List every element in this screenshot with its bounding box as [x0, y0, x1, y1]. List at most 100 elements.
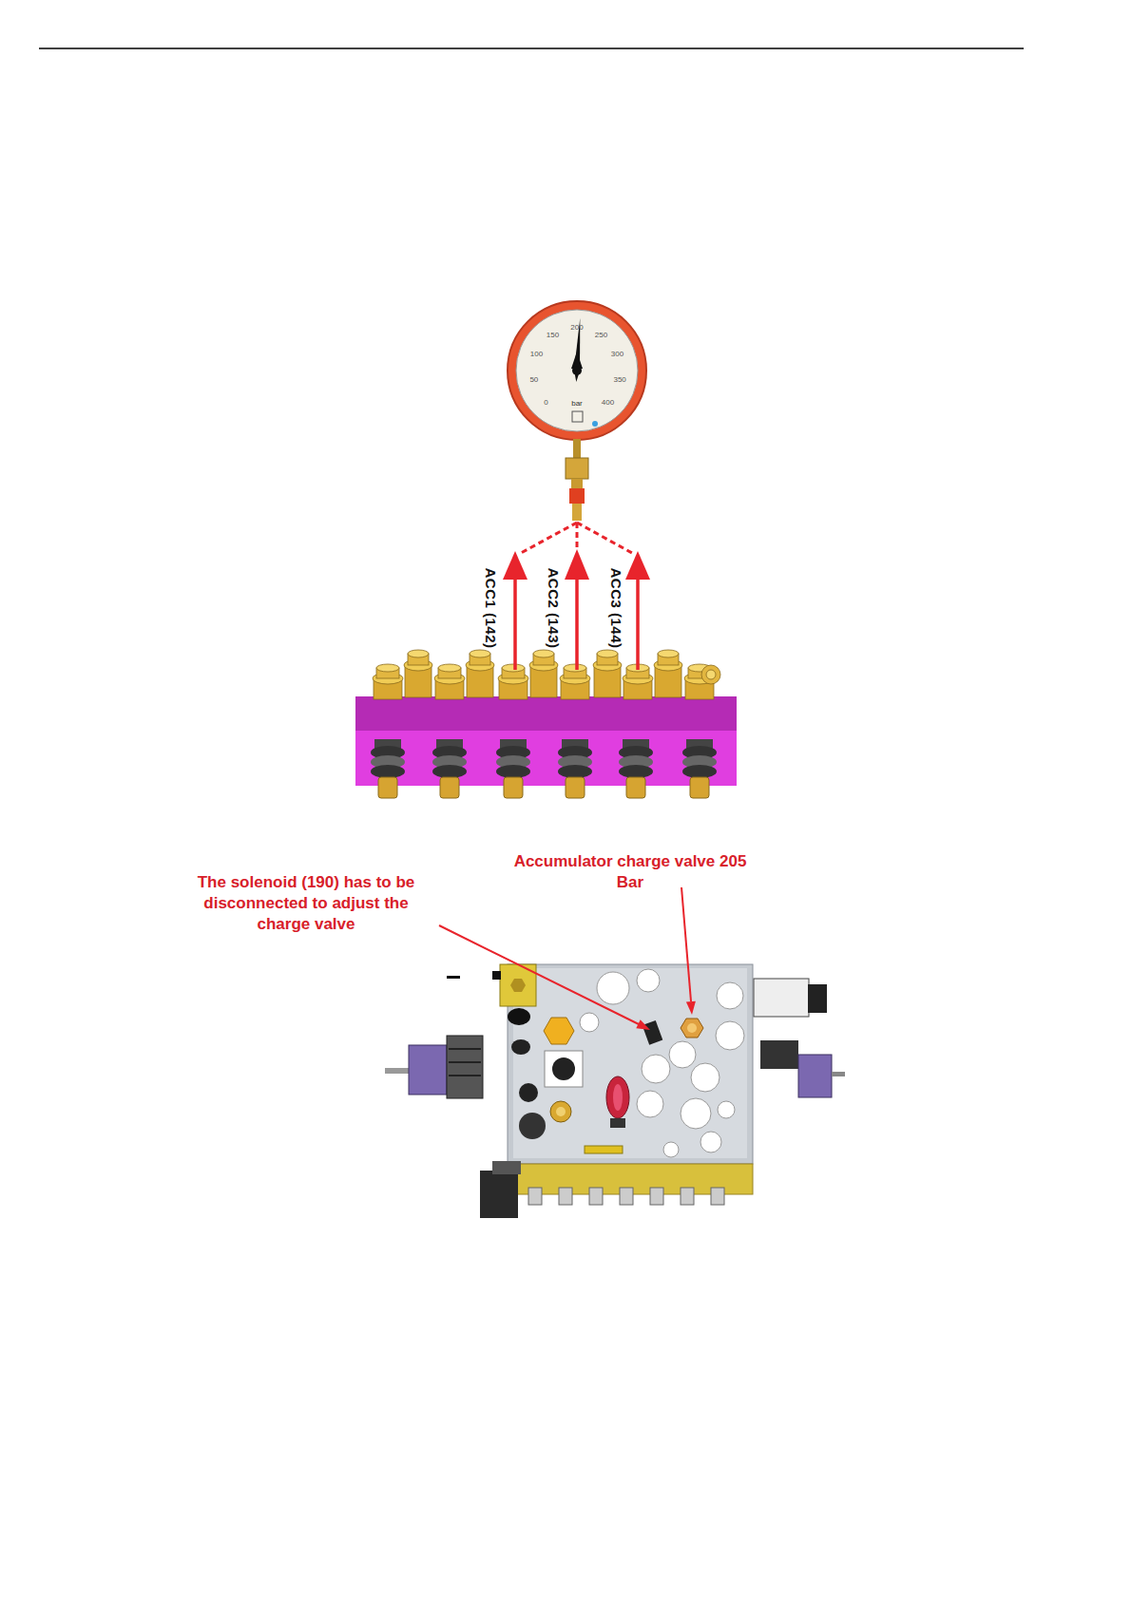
rod [384, 1068, 410, 1075]
callout-note: The solenoid (190) has to be disconnecte… [177, 872, 435, 936]
bolt [680, 1188, 694, 1206]
gauge-hex [565, 458, 589, 480]
pressure-gauge [507, 301, 647, 521]
leader-head [635, 1019, 651, 1031]
dial-number: 300 [611, 349, 624, 359]
dial-number: 250 [594, 329, 608, 339]
bolt [650, 1188, 664, 1206]
dial-number-text: 150 [546, 329, 559, 339]
dial-number: 150 [546, 329, 559, 339]
block-bottom [492, 1161, 521, 1175]
manifold-block [355, 696, 737, 787]
black-port [518, 1112, 546, 1140]
short-fittings [372, 664, 721, 700]
gauge-logo [572, 411, 583, 423]
dashed-line [520, 522, 577, 554]
port [690, 1063, 720, 1093]
block-bottom [479, 1170, 519, 1219]
dial-number: 350 [613, 374, 626, 384]
plug-part [565, 777, 585, 799]
callout-note-text: The solenoid (190) has to be disconnecte… [177, 872, 435, 936]
solenoid-190 [642, 1020, 664, 1046]
fitting-top [469, 650, 491, 658]
elbow-port [701, 665, 721, 685]
gauge-dot [592, 421, 598, 427]
test-arrows [502, 549, 651, 671]
arrow-shaft [635, 575, 640, 671]
port [717, 1101, 735, 1119]
port [663, 1142, 679, 1158]
port [680, 1098, 711, 1130]
arrow-head [502, 551, 528, 580]
leader-arrows [439, 887, 696, 1031]
bolt [710, 1188, 725, 1206]
fitting [403, 650, 433, 698]
connector-right [807, 984, 827, 1014]
fitting-top [596, 650, 618, 658]
black-port [507, 1008, 531, 1026]
dial-number-text: 350 [613, 374, 626, 384]
port-label: ACC3 (144) [608, 567, 625, 649]
plug-part [440, 777, 460, 799]
arrow-shaft [513, 575, 518, 671]
black-port [511, 1039, 531, 1056]
plug-part [496, 765, 531, 779]
dial-number: 400 [601, 397, 614, 406]
dial-number: 100 [530, 349, 543, 359]
port-label-text: ACC1 (142) [482, 567, 499, 649]
charge-valve [680, 1018, 704, 1038]
plug [618, 739, 653, 799]
arrow-shaft [575, 575, 579, 671]
port [579, 1013, 599, 1033]
mark [446, 976, 461, 979]
connector [492, 971, 501, 980]
gauge-neck [571, 479, 583, 489]
fitting [653, 650, 683, 698]
rib [448, 1061, 481, 1064]
port-label: ACC2 (143) [545, 567, 562, 649]
callout-note: Accumulator charge valve 205 Bar [506, 851, 754, 894]
gauge-stem [573, 439, 581, 459]
brass-fitting [556, 1107, 566, 1117]
solenoid-right [798, 1055, 832, 1098]
callout-note-text: Accumulator charge valve 205 Bar [506, 851, 754, 894]
plug-part [432, 765, 467, 779]
yellow-plug [543, 1017, 575, 1045]
manifold-body [355, 730, 737, 787]
plug [496, 739, 531, 799]
plug-part [618, 765, 653, 779]
plug-part [626, 777, 646, 799]
elbow-port [706, 670, 716, 680]
plug-part [370, 765, 405, 779]
gauge-hub [572, 365, 582, 376]
gauge-ring [507, 301, 647, 441]
square-port-hole [552, 1057, 576, 1081]
fitting-right [753, 978, 809, 1017]
rod [831, 1072, 845, 1077]
port [669, 1041, 696, 1069]
dial-number-text: 100 [530, 349, 543, 359]
port [596, 972, 630, 1005]
dashed-line [575, 522, 579, 548]
dial-number-text: 200 [570, 323, 583, 332]
fitting-top [407, 650, 429, 658]
bolt [619, 1188, 634, 1206]
valve-plate-face [513, 968, 748, 1159]
elbow-fitting [684, 664, 721, 700]
manifold-top [355, 696, 737, 731]
gauge-coupling [569, 488, 585, 504]
solenoid-body [446, 1036, 483, 1099]
unit-label: bar [571, 399, 583, 408]
block-right [760, 1040, 799, 1070]
dial-number-text: 400 [601, 397, 614, 406]
arrow-head [625, 551, 651, 580]
valve-block [384, 964, 845, 1219]
port [700, 1132, 722, 1153]
port [636, 969, 660, 993]
fitting [593, 650, 622, 698]
fitting [498, 664, 529, 700]
plug [557, 739, 593, 799]
fitting [372, 664, 403, 700]
fitting-top [501, 664, 525, 672]
